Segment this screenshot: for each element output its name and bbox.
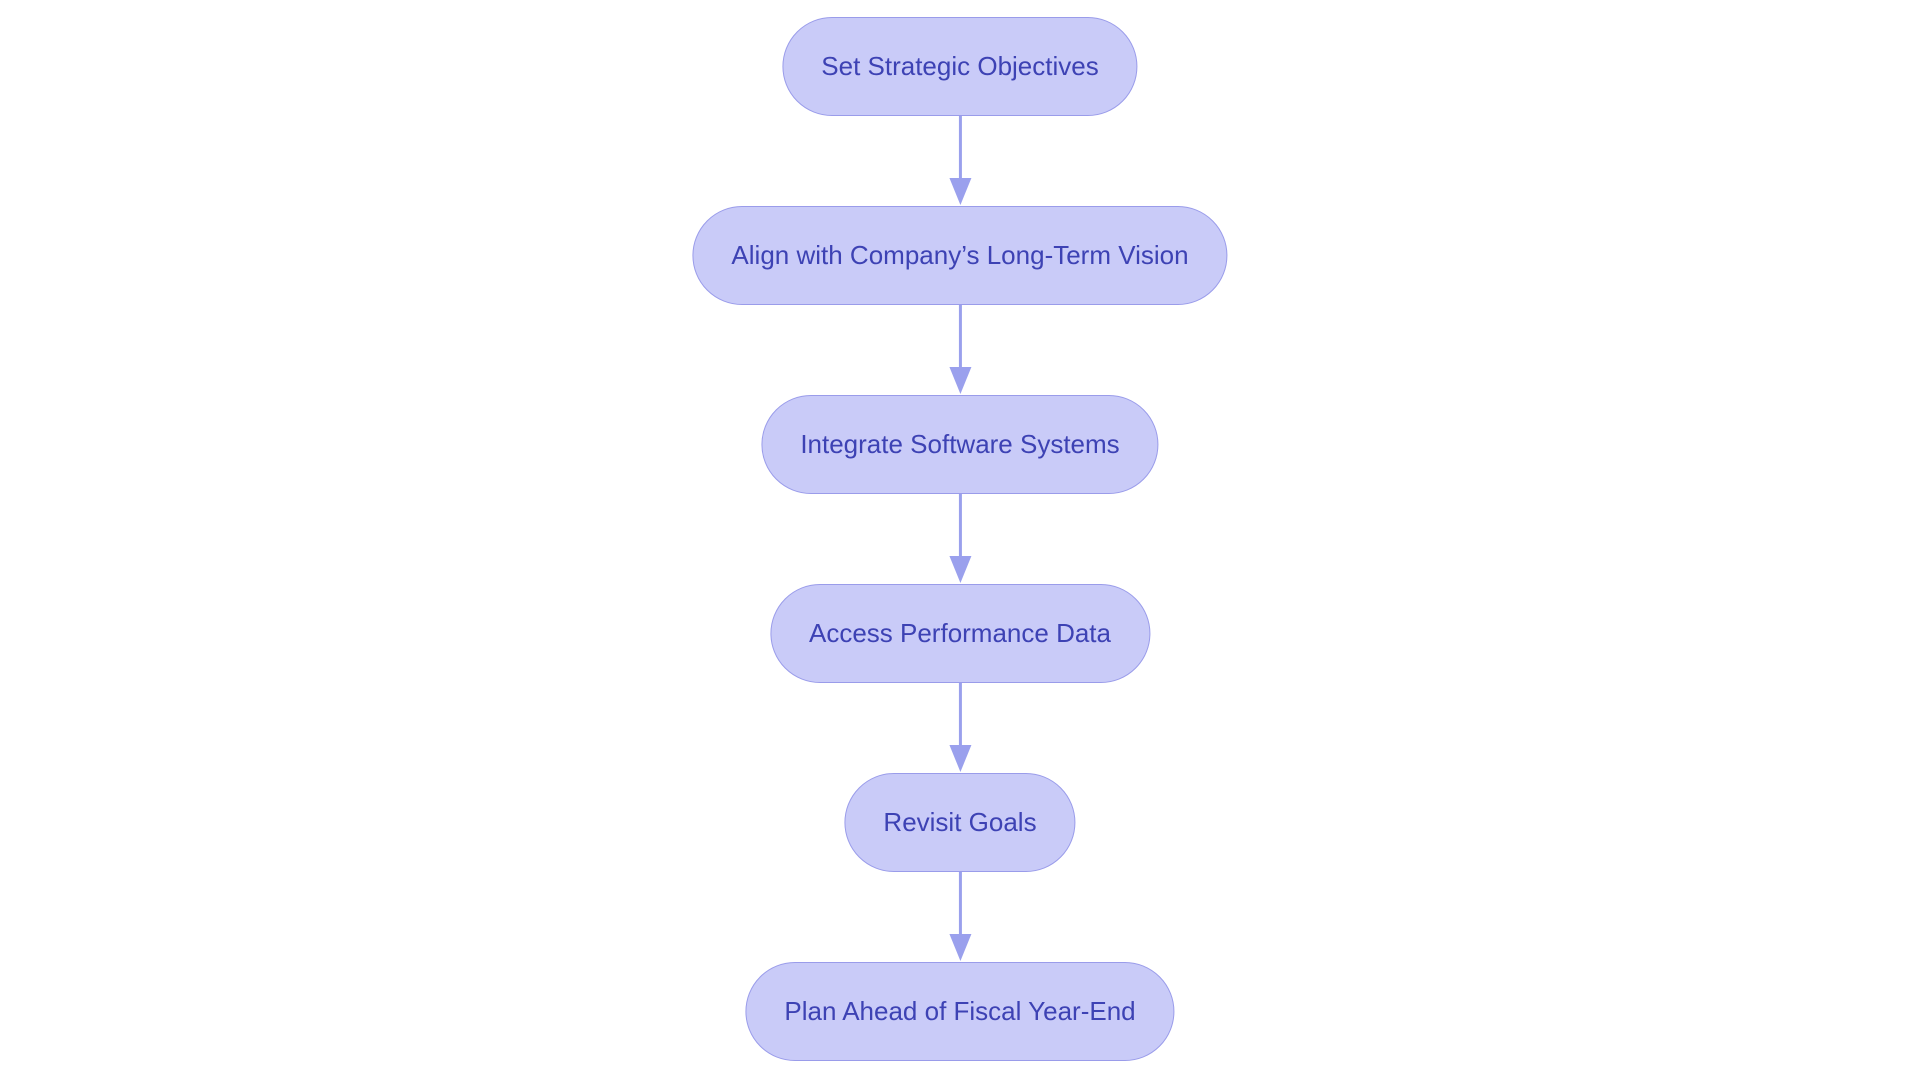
arrow-connector <box>946 683 974 773</box>
arrow-connector <box>946 872 974 962</box>
flowchart: Set Strategic Objectives Align with Comp… <box>692 17 1228 1061</box>
flow-node-align-long-term-vision: Align with Company’s Long-Term Vision <box>692 206 1228 305</box>
flow-node-revisit-goals: Revisit Goals <box>844 773 1076 872</box>
arrow-connector <box>946 116 974 206</box>
flow-node-set-strategic-objectives: Set Strategic Objectives <box>782 17 1138 116</box>
arrow-connector <box>946 494 974 584</box>
flow-node-integrate-software-systems: Integrate Software Systems <box>761 395 1159 494</box>
flow-node-access-performance-data: Access Performance Data <box>769 584 1150 683</box>
down-arrow-icon <box>949 116 971 205</box>
down-arrow-icon <box>949 683 971 772</box>
flow-node-plan-ahead-fiscal-year-end: Plan Ahead of Fiscal Year-End <box>745 962 1175 1061</box>
down-arrow-icon <box>949 305 971 394</box>
arrow-connector <box>946 305 974 395</box>
down-arrow-icon <box>949 494 971 583</box>
down-arrow-icon <box>949 872 971 961</box>
